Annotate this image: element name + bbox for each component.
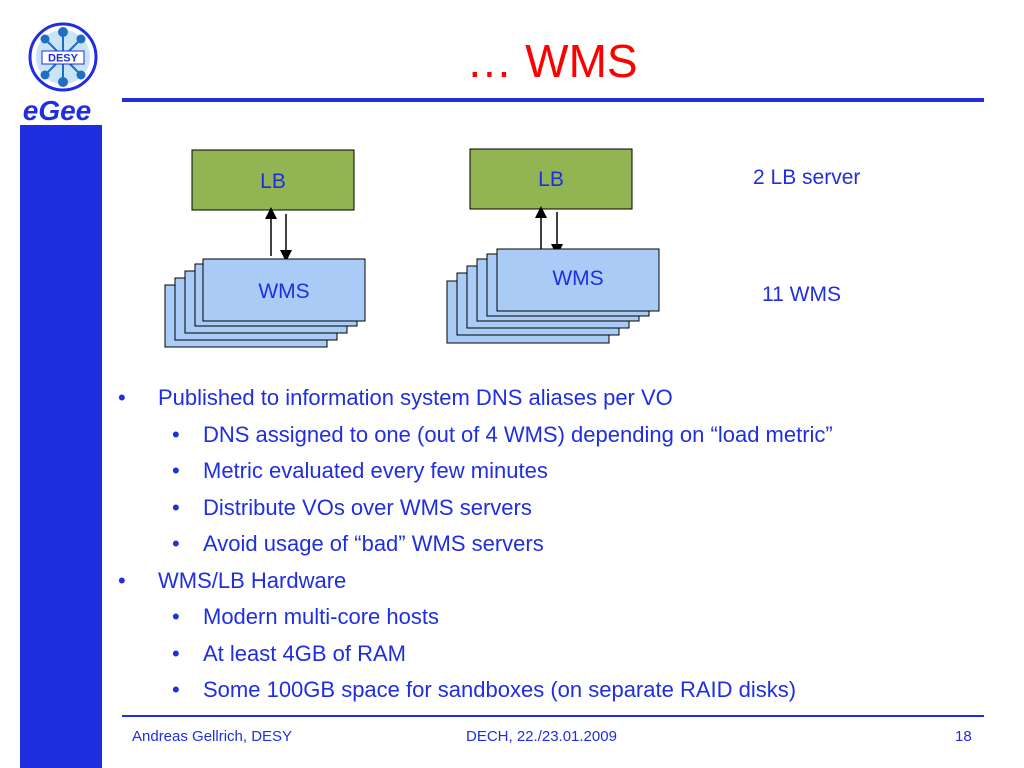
- bullet-item: •Published to information system DNS ali…: [118, 385, 673, 410]
- page-number: 18: [955, 728, 972, 745]
- desy-logo-text: DESY: [48, 53, 79, 65]
- left-lb-box: [191, 149, 355, 211]
- wms-lb-diagram: LB WMS LB WMS: [164, 148, 660, 348]
- left-wms-label: WMS: [258, 280, 309, 303]
- left-lb-label: LB: [260, 170, 286, 193]
- sub-bullet-item: •Metric evaluated every few minutes: [172, 458, 548, 483]
- sub-bullet-item: •At least 4GB of RAM: [172, 640, 406, 666]
- footer-event: DECH, 22./23.01.2009: [466, 728, 617, 745]
- right-wms-stack: [446, 248, 660, 344]
- bullet-item: •WMS/LB Hardware: [118, 567, 347, 593]
- sub-bullet-item: •Avoid usage of “bad” WMS servers: [172, 531, 544, 556]
- sub-bullet-item: •Modern multi-core hosts: [172, 604, 439, 629]
- lb-count-caption: 2 LB server: [753, 166, 861, 189]
- footer-divider: [122, 715, 984, 717]
- right-wms-label: WMS: [552, 267, 603, 290]
- left-wms-stack: [164, 258, 366, 348]
- desy-logo: DESY: [28, 22, 98, 92]
- bullet-list: •Published to information system DNS ali…: [118, 380, 998, 709]
- sidebar: DESY eGee: [0, 0, 104, 768]
- sub-bullet-item: •Some 100GB space for sandboxes (on sepa…: [172, 677, 797, 702]
- sidebar-bar: [20, 125, 102, 768]
- sub-bullet-item: •Distribute VOs over WMS servers: [172, 494, 532, 520]
- egee-logo-text: eGee: [23, 96, 92, 126]
- slide-title: … WMS: [466, 35, 638, 87]
- footer-author: Andreas Gellrich, DESY: [132, 728, 293, 745]
- wms-count-caption: 11 WMS: [762, 283, 841, 306]
- sub-bullet-item: •DNS assigned to one (out of 4 WMS) depe…: [172, 421, 833, 447]
- title-divider: [122, 98, 984, 102]
- egee-logo: eGee: [23, 96, 92, 126]
- right-lb-label: LB: [538, 168, 564, 191]
- right-lb-box: [469, 148, 633, 210]
